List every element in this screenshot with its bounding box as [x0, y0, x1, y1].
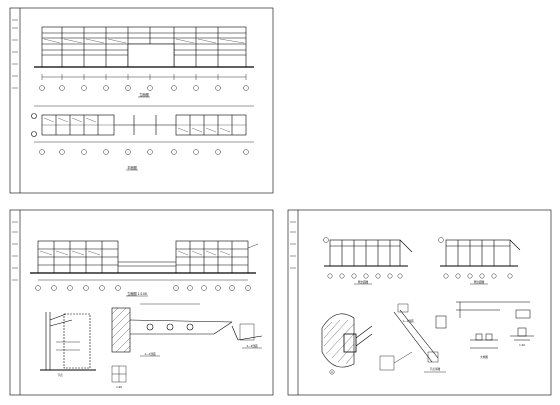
caption-br-bubble: A — [331, 370, 333, 374]
sheet-top-border — [9, 7, 274, 194]
caption-br-side1: 侧立面图 — [358, 280, 369, 284]
sheet-br-strip-text — [290, 221, 296, 269]
small-details-right — [435, 301, 534, 349]
axis-bubbles-1 — [39, 85, 249, 91]
axis-bubbles-2 — [39, 149, 249, 155]
caption-bl-section2: 2—2剖面 — [246, 344, 257, 348]
caption-br-section: 1—1剖面 — [402, 319, 413, 323]
caption-br-node: 节点详图 — [430, 367, 441, 371]
caption-elevation: 立面图 — [139, 92, 149, 97]
caption-bl-scale: 1:20 — [116, 385, 122, 389]
section-detail-bl-right — [231, 323, 263, 341]
sheet-bl-border — [9, 209, 274, 396]
sheet-top — [9, 7, 274, 194]
sheet-top-strip-text — [12, 19, 18, 89]
dimension-line-bl — [35, 279, 251, 291]
section-detail-bl-left — [40, 312, 96, 371]
sheet-bl-strip-text — [12, 221, 18, 281]
elevation-view-bl — [30, 240, 259, 274]
diagonal-strut-detail — [379, 303, 446, 373]
sheet-br-border — [287, 209, 552, 396]
side-elevation-1 — [323, 237, 413, 285]
elevation-view-top — [34, 26, 254, 68]
node-detail-curved — [321, 313, 373, 375]
caption-plan: 平面图 — [127, 166, 137, 170]
caption-bl-elevation: 立面图 1:100 — [127, 291, 147, 296]
caption-br-scale: 1:10 — [519, 343, 525, 347]
section-detail-bl-small — [111, 365, 127, 383]
dimension-line-1 — [41, 74, 247, 80]
section-detail-bl-mid — [111, 303, 233, 353]
plan-view-top — [31, 105, 254, 143]
caption-br-detail: 大样图 — [480, 355, 488, 359]
caption-bl-node: 节点 — [57, 373, 63, 377]
side-elevation-2 — [438, 237, 521, 285]
sheet-bottom-right — [287, 209, 552, 396]
sheet-bottom-left — [9, 209, 274, 396]
caption-bl-section1: 1—1剖面 — [144, 352, 155, 356]
caption-br-side2: 侧立面图 — [474, 280, 485, 284]
